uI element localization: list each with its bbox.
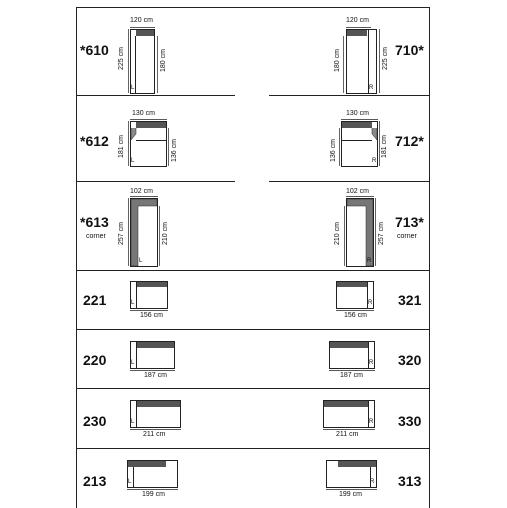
outer-depth-dimension: 225 cm (118, 47, 125, 70)
side-label: R (370, 479, 375, 485)
module-321-backrest (337, 282, 367, 287)
module-220-backrest (137, 342, 174, 348)
module-713-backrest (346, 198, 374, 267)
outer-depth-dimension: 181 cm (118, 135, 125, 158)
module-712-drawing (339, 119, 380, 167)
module-710-drawing (343, 27, 380, 94)
width-dimension: 156 cm (140, 312, 163, 319)
side-label: L (131, 300, 135, 306)
module-code: 320 (398, 352, 422, 368)
width-dimension: 199 cm (339, 491, 362, 498)
inner-depth-dimension: 210 cm (334, 222, 341, 245)
module-221-drawing (130, 281, 168, 311)
module-213-backrest (128, 461, 166, 467)
side-label: L (131, 419, 135, 425)
module-code: 321 (398, 292, 422, 308)
module-code: 221 (83, 292, 107, 308)
width-dimension: 120 cm (130, 17, 153, 24)
side-label: L (131, 85, 135, 91)
side-label: L (131, 360, 135, 366)
side-label: R (369, 360, 374, 366)
width-dimension: 120 cm (346, 17, 369, 24)
side-label: R (368, 300, 373, 306)
inner-depth-dimension: 136 cm (171, 139, 178, 162)
module-330-backrest (324, 401, 368, 407)
module-code: 213 (83, 473, 107, 489)
module-code: *613 (80, 214, 109, 230)
module-code: 330 (398, 413, 422, 429)
module-330-drawing (323, 400, 375, 430)
module-213-drawing (127, 460, 178, 490)
inner-depth-dimension: 180 cm (334, 49, 341, 72)
module-710-backrest (347, 30, 367, 36)
module-code: 220 (83, 352, 107, 368)
width-dimension: 187 cm (340, 372, 363, 379)
module-code: *610 (80, 42, 109, 58)
module-code: *612 (80, 133, 109, 149)
module-610-backrest (136, 30, 154, 36)
side-label: R (369, 419, 374, 425)
outer-depth-dimension: 181 cm (381, 135, 388, 158)
module-subtitle: corner (86, 233, 106, 240)
module-subtitle: corner (397, 233, 417, 240)
inner-depth-dimension: 180 cm (160, 49, 167, 72)
width-dimension: 211 cm (336, 431, 359, 438)
module-313-drawing (326, 460, 377, 490)
module-713-drawing (344, 196, 376, 267)
module-712-backrest (342, 122, 372, 128)
module-320-drawing (329, 341, 375, 371)
inner-depth-dimension: 136 cm (330, 139, 337, 162)
module-612-drawing (128, 119, 169, 167)
module-612-frame (130, 121, 167, 167)
module-712-corner-back (371, 128, 378, 141)
module-221-backrest (137, 282, 167, 287)
side-label: L (139, 258, 143, 264)
module-code: 710* (395, 42, 424, 58)
width-dimension: 156 cm (344, 312, 367, 319)
side-label: L (131, 158, 135, 164)
module-320-backrest (330, 342, 368, 348)
side-label: R (367, 258, 372, 264)
module-612-corner-back (130, 128, 137, 141)
module-code: 230 (83, 413, 107, 429)
module-610-drawing (128, 27, 158, 94)
module-610-frame (130, 29, 155, 94)
module-220-drawing (130, 341, 175, 371)
module-613-backrest (130, 198, 158, 267)
width-dimension: 102 cm (130, 188, 153, 195)
inner-depth-dimension: 210 cm (162, 222, 169, 245)
module-code: 713* (395, 214, 424, 230)
module-313-backrest (338, 461, 376, 467)
width-dimension: 199 cm (142, 491, 165, 498)
module-321-drawing (336, 281, 374, 311)
module-230-drawing (130, 400, 181, 430)
module-code: 313 (398, 473, 422, 489)
width-dimension: 211 cm (143, 431, 166, 438)
module-612-backrest (136, 122, 166, 128)
module-code: 712* (395, 133, 424, 149)
width-dimension: 187 cm (144, 372, 167, 379)
module-712-frame (341, 121, 378, 167)
module-710-frame (346, 29, 377, 94)
module-613-drawing (128, 196, 160, 267)
module-230-backrest (137, 401, 180, 407)
outer-depth-dimension: 257 cm (378, 222, 385, 245)
side-label: L (128, 479, 132, 485)
side-label: R (372, 158, 377, 164)
outer-depth-dimension: 225 cm (382, 47, 389, 70)
width-dimension: 130 cm (346, 110, 369, 117)
width-dimension: 102 cm (346, 188, 369, 195)
width-dimension: 130 cm (132, 110, 155, 117)
outer-depth-dimension: 257 cm (118, 222, 125, 245)
side-label: R (369, 85, 374, 91)
